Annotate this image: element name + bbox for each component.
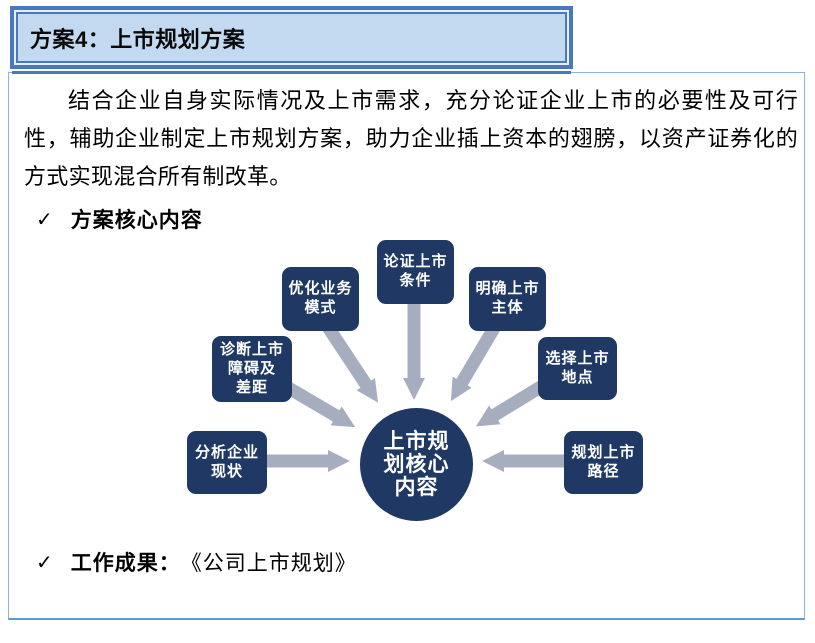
diagram-node-analyze: 分析企业 现状 bbox=[187, 431, 267, 494]
diagram-node-location: 选择上市 地点 bbox=[538, 337, 617, 400]
content-panel bbox=[8, 72, 805, 620]
work-result-heading: ✓ 工作成果： 《公司上市规划》 bbox=[36, 547, 357, 577]
core-content-label: 方案核心内容 bbox=[70, 209, 203, 232]
diagram-node-diagnose: 诊断上市 障碍及 差距 bbox=[212, 336, 292, 402]
work-result-value: 《公司上市规划》 bbox=[180, 552, 357, 575]
check-icon: ✓ bbox=[36, 552, 53, 574]
diagram-node-optimize: 优化业务 模式 bbox=[282, 267, 359, 331]
diagram-node-path: 规划上市 路径 bbox=[564, 431, 643, 494]
intro-paragraph: 结合企业自身实际情况及上市需求，充分论证企业上市的必要性及可行性，辅助企业制定上… bbox=[24, 88, 798, 189]
check-icon: ✓ bbox=[36, 209, 53, 231]
slide-title-banner: 方案4：上市规划方案 bbox=[10, 6, 573, 69]
page-title: 方案4：上市规划方案 bbox=[30, 26, 246, 52]
work-result-label: 工作成果： bbox=[70, 552, 181, 575]
diagram-node-entity: 明确上市 主体 bbox=[469, 267, 546, 331]
diagram-node-prove: 论证上市 条件 bbox=[377, 240, 454, 304]
diagram-center-node: 上市规 划核心 内容 bbox=[360, 408, 473, 521]
core-content-heading: ✓ 方案核心内容 bbox=[36, 204, 203, 234]
